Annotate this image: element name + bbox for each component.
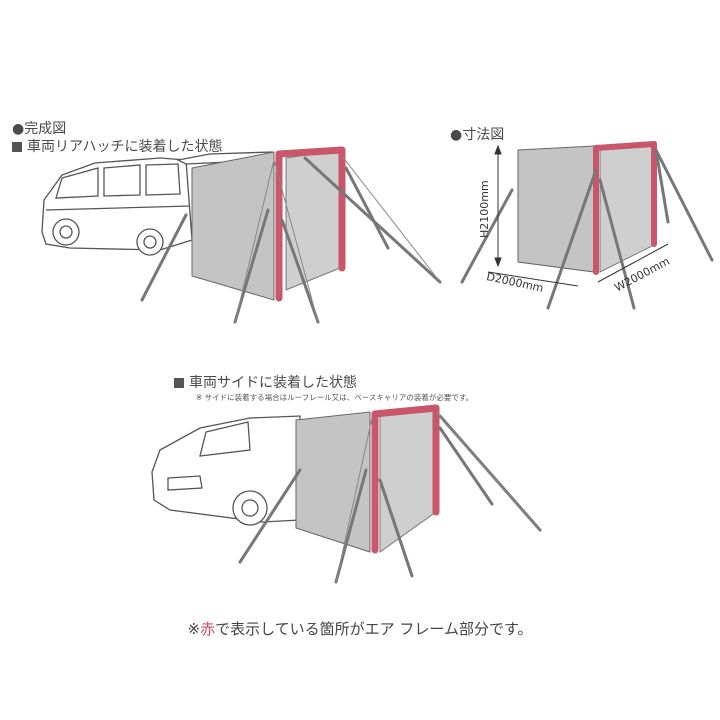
height-label: H2100mm (478, 180, 491, 238)
minivan-drawing (151, 415, 301, 526)
dimension-illustration (460, 141, 714, 310)
dimensions-heading: ●寸法図 (450, 127, 505, 143)
side-illustration (151, 404, 542, 584)
footer-note: ※赤で表示している箇所がエア フレーム部分です。 (0, 618, 720, 639)
rear-tent-side-panel (285, 149, 341, 291)
side-label-text: 車両サイドに装着した状態 (189, 375, 357, 391)
rear-hatch-label: 車両リアハッチに装着した状態 (12, 136, 222, 156)
dimension-lines (487, 144, 669, 287)
rear-hatch-illustration (41, 146, 442, 324)
rear-poles (140, 156, 442, 324)
side-note: ※ サイドに装着する場合はルーフレール又は、ベースキャリアの装着が必要です。 (196, 393, 474, 402)
side-tent-panel (295, 411, 371, 553)
rear-tent-panel (191, 151, 275, 301)
side-tent-side-panel (379, 407, 437, 553)
rear-hatch-label-text: 車両リアハッチに装着した状態 (27, 139, 223, 155)
side-air-frame (371, 404, 440, 554)
side-label: 車両サイドに装着した状態 (174, 372, 357, 392)
complete-heading: ●完成図 (12, 121, 67, 137)
footer-suffix: で表示している箇所がエア フレーム部分です。 (215, 620, 533, 638)
dimension-poles (460, 148, 714, 310)
square-bullet-icon (174, 378, 184, 388)
square-bullet-icon (12, 142, 22, 152)
footer-prefix: ※ (187, 620, 201, 638)
footer-highlight: 赤 (200, 620, 216, 638)
